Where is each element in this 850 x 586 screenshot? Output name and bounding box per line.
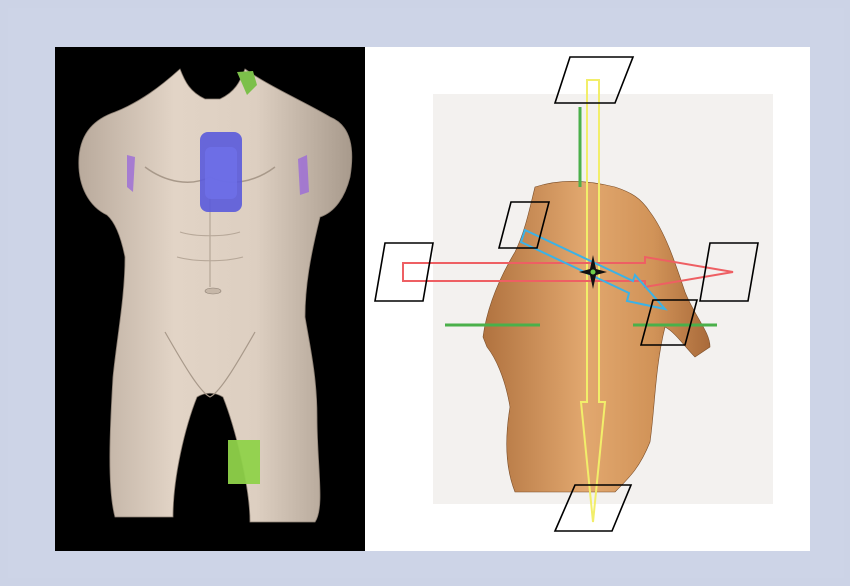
right-panel-axes-diagram — [365, 47, 810, 551]
thigh-electrode-patch-green — [228, 440, 260, 484]
chest-electrode-patch-inner — [205, 147, 237, 199]
torso-model-svg — [55, 47, 365, 551]
navel — [205, 288, 221, 294]
left-panel-torso-model — [55, 47, 365, 551]
axes-diagram-svg — [365, 47, 810, 551]
